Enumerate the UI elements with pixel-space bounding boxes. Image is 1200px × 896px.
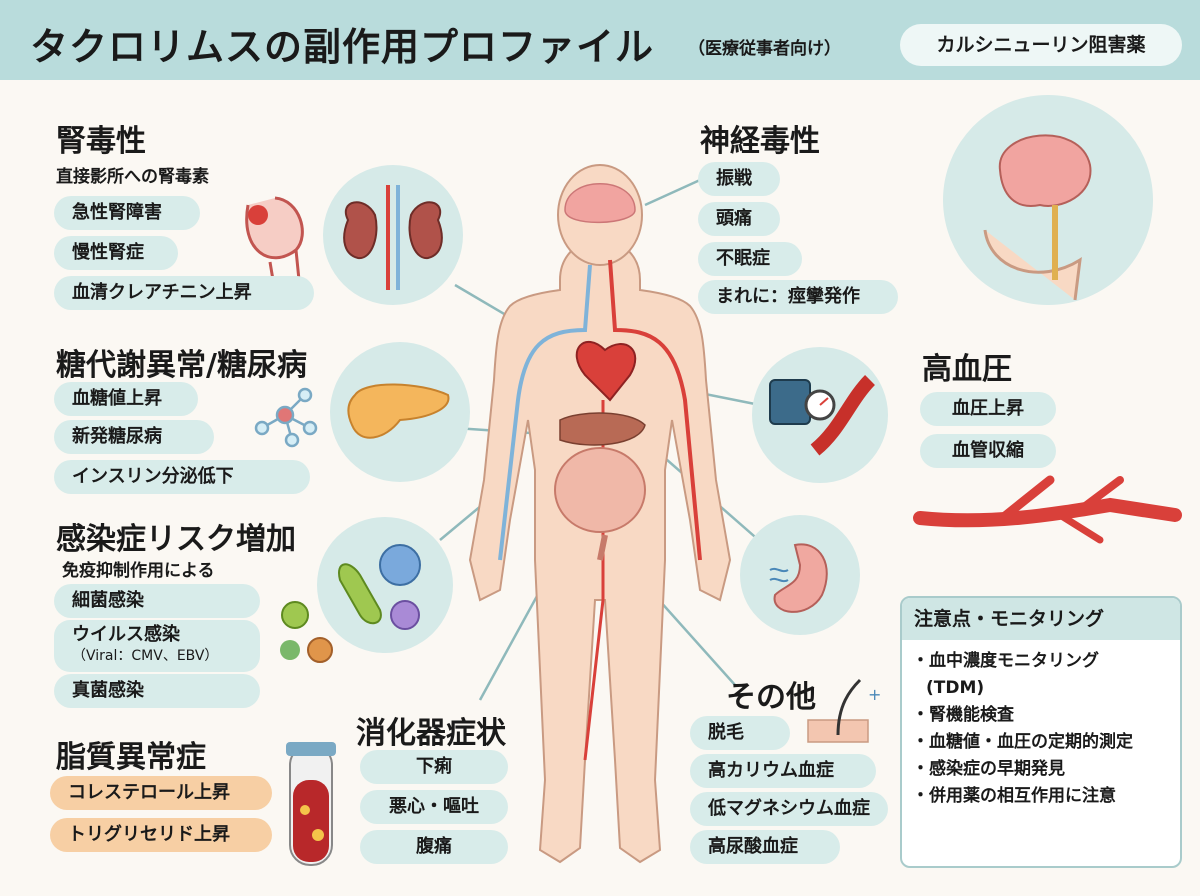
gi-item-1: 下痢 bbox=[360, 750, 508, 784]
glucose-item-1: 血糖値上昇 bbox=[54, 382, 198, 416]
molecule-icon bbox=[254, 387, 318, 448]
monitoring-item: ・血糖値・血圧の定期的測定 bbox=[912, 732, 1133, 752]
monitoring-item: ・血中濃度モニタリング bbox=[912, 651, 1099, 671]
infection-item-2: ウイルス感染 （Viral：CMV、EBV） bbox=[54, 620, 260, 672]
hypertension-item-1: 血圧上昇 bbox=[920, 392, 1056, 426]
lipid-item-1: コレステロール上昇 bbox=[50, 776, 272, 810]
nephron-icon bbox=[245, 196, 304, 293]
monitoring-item: ・感染症の早期発見 bbox=[912, 759, 1065, 779]
microbe-icon bbox=[280, 544, 421, 663]
infection-title: 感染症リスク増加 bbox=[56, 522, 296, 557]
other-item-2: 高カリウム血症 bbox=[690, 754, 876, 788]
neuro-item-2: 頭痛 bbox=[698, 202, 780, 236]
pancreas-icon bbox=[347, 383, 450, 439]
lipid-title: 脂質異常症 bbox=[56, 740, 206, 775]
infection-item-1: 細菌感染 bbox=[54, 584, 260, 618]
neuro-title: 神経毒性 bbox=[700, 124, 820, 159]
brain-icon bbox=[983, 134, 1092, 301]
kidney-item-2: 慢性腎症 bbox=[54, 236, 178, 270]
drug-class-badge: カルシニューリン阻害薬 bbox=[900, 24, 1182, 66]
hair-follicle-icon: + bbox=[807, 678, 881, 743]
infection-item-2-label: ウイルス感染 bbox=[72, 624, 180, 645]
neuro-item-3: 不眠症 bbox=[698, 242, 802, 276]
neuro-item-4: まれに：痙攣発作 bbox=[698, 280, 898, 314]
artery-icon bbox=[913, 475, 1182, 544]
kidney-item-3: 血清クレアチニン上昇 bbox=[54, 276, 314, 310]
monitoring-item: ・腎機能検査 bbox=[912, 705, 1014, 725]
monitoring-box: 注意点・モニタリング ・血中濃度モニタリング (TDM) ・腎機能検査 ・血糖値… bbox=[900, 596, 1182, 868]
monitoring-item: (TDM) bbox=[926, 678, 985, 698]
glucose-item-2: 新発糖尿病 bbox=[54, 420, 214, 454]
stomach-icon bbox=[769, 543, 828, 613]
infection-subtitle: 免疫抑制作用による bbox=[62, 561, 215, 581]
audience-note: （医療従事者向け） bbox=[688, 39, 841, 59]
other-item-3: 低マグネシウム血症 bbox=[690, 792, 888, 826]
gi-title: 消化器症状 bbox=[356, 716, 506, 751]
hypertension-item-2: 血管収縮 bbox=[920, 434, 1056, 468]
glucose-item-3: インスリン分泌低下 bbox=[54, 460, 310, 494]
svg-text:+: + bbox=[868, 685, 881, 704]
blood-pressure-cuff-icon bbox=[769, 375, 876, 456]
other-item-4: 高尿酸血症 bbox=[690, 830, 840, 864]
intestines-icon bbox=[554, 447, 646, 533]
hypertension-title: 高血圧 bbox=[922, 352, 1012, 387]
kidney-icon bbox=[343, 185, 443, 290]
kidney-item-1: 急性腎障害 bbox=[54, 196, 200, 230]
kidney-subtitle: 直接影所への腎毒素 bbox=[56, 167, 209, 187]
lipid-item-2: トリグリセリド上昇 bbox=[50, 818, 272, 852]
gi-item-3: 腹痛 bbox=[360, 830, 508, 864]
other-item-1: 脱毛 bbox=[690, 716, 790, 750]
monitoring-title: 注意点・モニタリング bbox=[902, 598, 1180, 640]
other-title: その他 bbox=[726, 680, 816, 715]
neuro-item-1: 振戦 bbox=[698, 162, 780, 196]
blood-tube-icon bbox=[286, 742, 336, 866]
monitoring-item: ・併用薬の相互作用に注意 bbox=[912, 786, 1116, 806]
gi-item-2: 悪心・嘔吐 bbox=[360, 790, 508, 824]
heart-icon bbox=[575, 340, 637, 402]
liver-icon bbox=[559, 412, 646, 446]
page-title: タクロリムスの副作用プロファイル bbox=[30, 25, 655, 69]
viral-note: （Viral：CMV、EBV） bbox=[72, 648, 219, 664]
infection-item-3: 真菌感染 bbox=[54, 674, 260, 708]
kidney-title: 腎毒性 bbox=[56, 124, 146, 159]
glucose-title: 糖代謝異常/糖尿病 bbox=[56, 348, 307, 383]
